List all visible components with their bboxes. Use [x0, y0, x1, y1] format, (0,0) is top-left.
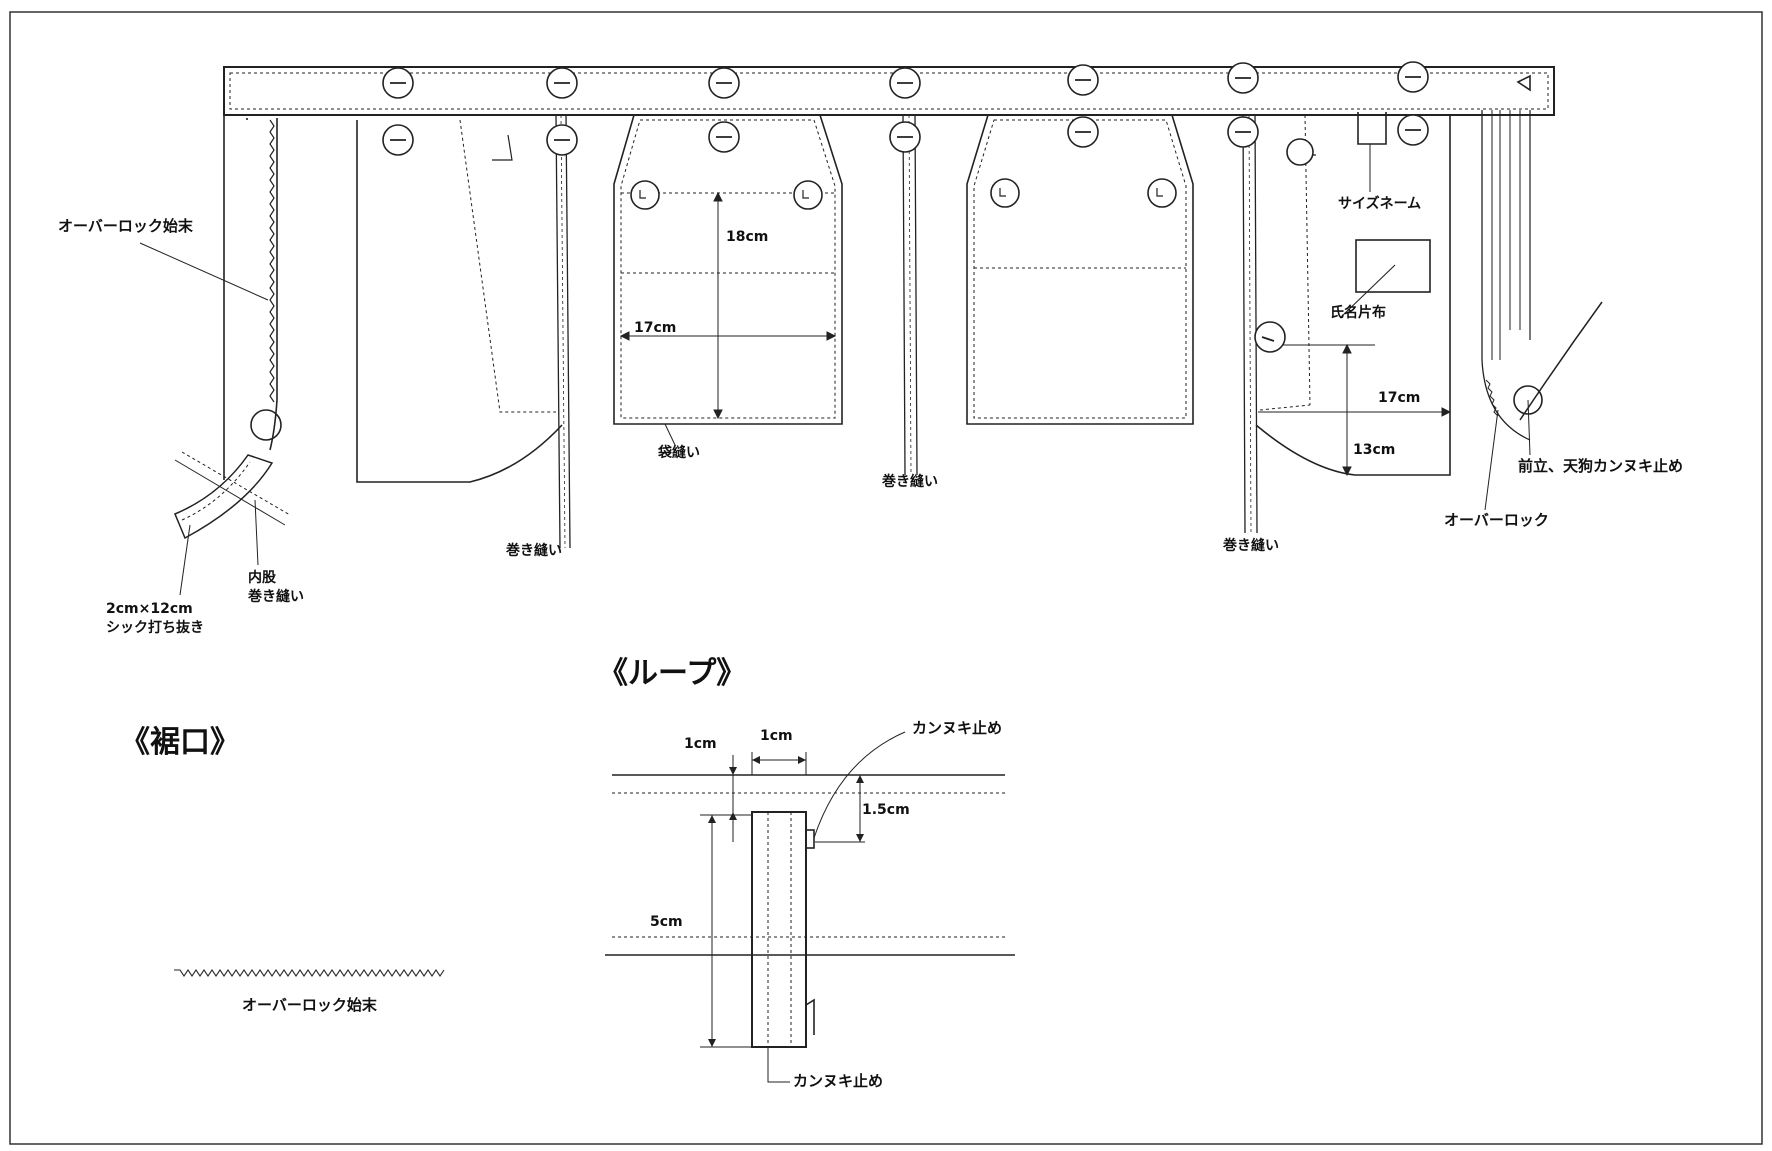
button-dashes	[390, 76, 1421, 342]
loop-dim-length-label: 5cm	[650, 914, 683, 930]
inseam-crossline-2	[181, 451, 291, 516]
loop-bartack-top	[805, 829, 815, 849]
felled-seam-2-stitch	[908, 114, 912, 476]
loop-dim-offset	[815, 775, 865, 843]
label-pocket-height: 18cm	[726, 229, 769, 245]
loop-dim-top-width-label: 1cm	[760, 728, 793, 744]
felled-seam-2	[902, 114, 918, 476]
label-patch-height: 13cm	[1353, 442, 1396, 458]
felled-seam-3	[1242, 114, 1258, 534]
trousers-diagram	[139, 66, 1603, 596]
label-tab-note: シック打ち抜き	[106, 620, 204, 636]
button-icon	[793, 180, 823, 210]
leader-tab	[179, 524, 191, 596]
right-pocket-stitch	[973, 119, 1187, 419]
label-felled-seam-3: 巻き縫い	[1223, 538, 1279, 554]
button-icon	[1286, 138, 1314, 166]
label-felled-seam-2: 巻き縫い	[882, 474, 938, 490]
loop-dim-offset-label: 1.5cm	[862, 802, 910, 818]
pocket-dimensions	[619, 191, 1452, 477]
left-back-panel	[356, 120, 563, 483]
leader-inseam	[254, 499, 259, 566]
label-tab-size: 2cm×12cm	[106, 601, 193, 617]
label-name-patch: 氏名片布	[1330, 305, 1386, 321]
left-pocket	[613, 114, 843, 425]
left-pocket-stitch	[620, 119, 836, 419]
left-seam-line	[269, 118, 278, 451]
waistband	[223, 66, 1555, 116]
right-pocket	[966, 114, 1194, 425]
fly-curve	[1519, 301, 1603, 421]
name-patch-leader	[1339, 264, 1396, 319]
leader-overlock-right	[1484, 409, 1499, 511]
label-inseam-felled: 巻き縫い	[248, 589, 304, 605]
label-overlock-right: オーバーロック	[1444, 511, 1549, 529]
button-icon	[1147, 178, 1177, 208]
loop-diagram	[605, 731, 1015, 1083]
hem-finish-label: オーバーロック始末	[242, 996, 377, 1014]
size-label-tag	[1357, 112, 1387, 145]
hem-overlock-zigzag	[174, 969, 445, 977]
label-patch-width: 17cm	[1378, 390, 1421, 406]
label-inseam: 内股	[248, 570, 276, 586]
leader-overlock-left	[139, 242, 269, 301]
loop-leader-bottom	[767, 1047, 790, 1083]
loop-arrowheads	[708, 756, 864, 1047]
waistband-buttons	[382, 61, 1429, 353]
fly-line-1	[1481, 110, 1531, 441]
name-patch	[1355, 239, 1431, 293]
leader-front-bartack	[1527, 399, 1531, 456]
leader-pocket-seam	[664, 423, 676, 446]
page-frame	[9, 11, 1763, 1145]
loop-bartack-bottom	[805, 998, 815, 1035]
loop-bartack-bottom-label: カンヌキ止め	[793, 1072, 884, 1090]
label-pocket-width: 17cm	[634, 320, 677, 336]
loop-leader-top	[813, 731, 906, 839]
button-icon	[990, 178, 1020, 208]
loop-dim-top-width	[751, 752, 807, 775]
label-front-bartack: 前立、天狗カンヌキ止め	[1518, 457, 1684, 475]
inseam-crossline-1	[174, 459, 286, 526]
left-back-dart	[459, 119, 556, 413]
loop-strip-stitch	[767, 812, 792, 1047]
fly-circle	[1513, 385, 1543, 415]
felled-seam-1	[555, 114, 571, 549]
right-back-dart-2	[1259, 404, 1311, 411]
label-felled-seam-1: 巻き縫い	[506, 543, 562, 559]
felled-seam-1-stitch	[560, 114, 566, 549]
loop-bartack-top-label: カンヌキ止め	[912, 719, 1003, 737]
loop-strip	[751, 811, 807, 1048]
loop-dim-length	[700, 814, 752, 1048]
label-pocket-seam: 袋縫い	[658, 445, 700, 461]
button-icon	[1254, 321, 1286, 353]
left-button-circle	[250, 409, 282, 441]
left-overlock-zigzag	[269, 119, 275, 403]
felled-seam-3-stitch	[1248, 114, 1252, 534]
loop-title: 《ループ》	[598, 656, 747, 691]
loop-dim-top-left-label: 1cm	[684, 736, 717, 752]
waistband-stitch	[229, 72, 1549, 110]
hem-title: 《裾口》	[120, 725, 240, 760]
button-icon	[630, 180, 660, 210]
inseam-tab	[174, 454, 274, 540]
fly-overlock-zigzag	[1485, 379, 1499, 417]
right-back-panel	[1255, 115, 1451, 476]
label-size-label: サイズネーム	[1338, 196, 1422, 212]
label-overlock-finish-left: オーバーロック始末	[58, 217, 193, 235]
inseam-tab-stitch	[181, 461, 251, 521]
left-back-mark	[492, 134, 513, 161]
waistband-end-icon	[1516, 74, 1531, 92]
